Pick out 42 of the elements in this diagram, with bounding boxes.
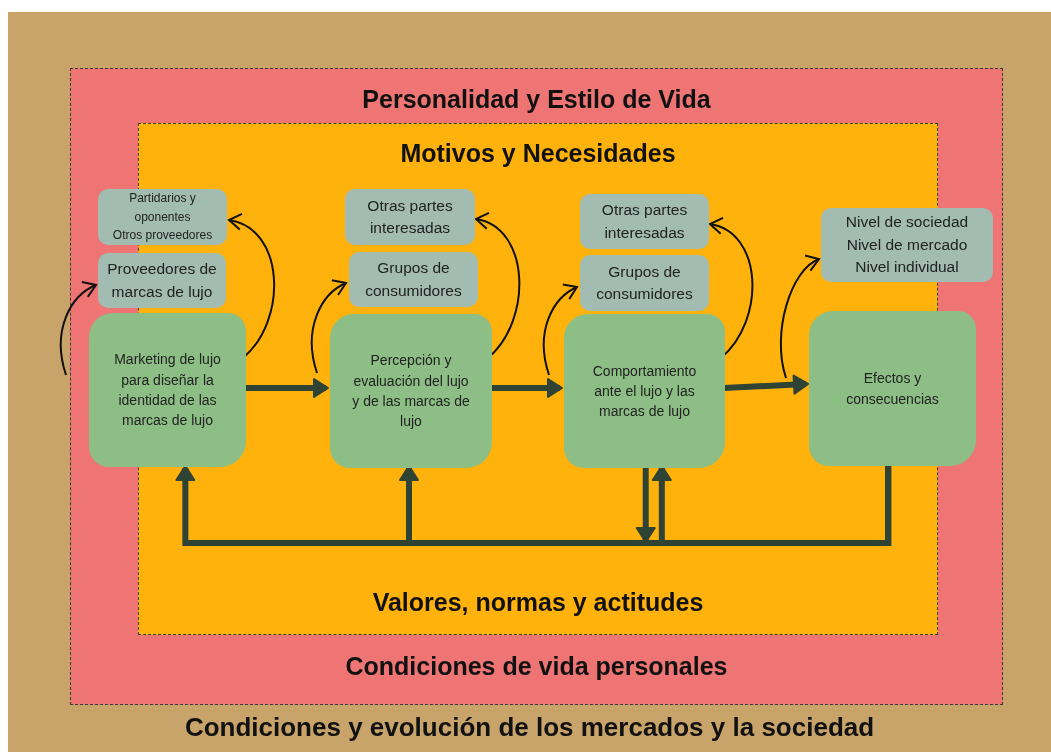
- process-box: [809, 311, 976, 466]
- curved-arrow: [228, 214, 275, 359]
- lifestyle-band: [70, 68, 1003, 705]
- box-text: Comportamiento ante el lujo y las marcas de lujo: [591, 361, 698, 422]
- band-heading: Condiciones de vida personales: [345, 652, 728, 681]
- band-heading: Personalidad y Estilo de Vida: [362, 85, 711, 114]
- box-text: Marketing de lujo para diseñar la identidad de las marcas de lujo: [113, 350, 222, 431]
- curved-arrow: [779, 256, 820, 379]
- box-text: Nivel de mercado: [846, 234, 968, 255]
- curved-arrow: [310, 280, 347, 374]
- box-text: Nivel individual: [855, 257, 959, 278]
- thick-arrow: [651, 465, 892, 546]
- stakeholder-box: [98, 189, 227, 245]
- market-background: [8, 12, 1051, 752]
- band-heading: Motivos y Necesidades: [400, 139, 676, 168]
- box-text: Proveedores de marcas de lujo: [106, 259, 218, 302]
- curved-arrow: [59, 282, 97, 376]
- process-box: [564, 314, 725, 468]
- box-text: Partidarios y oponentes: [128, 190, 197, 226]
- box-text: Otras partes interesadas: [600, 200, 689, 243]
- thick-arrow: [491, 378, 563, 398]
- box-text: Nivel de sociedad: [845, 212, 969, 233]
- thick-arrow: [246, 378, 329, 398]
- thick-arrow: [635, 467, 656, 543]
- box-text: Grupos de consumidores: [595, 261, 694, 304]
- band-heading: Valores, normas y actitudes: [372, 588, 704, 617]
- stakeholder-box: [345, 189, 475, 245]
- thick-arrow: [723, 374, 809, 395]
- box-text: Otras partes interesadas: [366, 195, 454, 238]
- stakeholder-box: [821, 208, 993, 282]
- process-box: [89, 313, 246, 467]
- band-heading: Condiciones y evolución de los mercados y la sociedad: [184, 712, 875, 743]
- curved-arrow: [542, 284, 578, 376]
- process-box: [330, 314, 492, 468]
- stakeholder-box: [349, 252, 478, 307]
- stakeholder-box: [580, 255, 709, 311]
- stakeholder-box: [580, 194, 709, 249]
- box-text: Grupos de consumidores: [364, 258, 463, 301]
- box-text: Percepción y evaluación del lujo y de las marcas de lujo: [351, 351, 471, 432]
- box-text: Efectos y consecuencias: [845, 369, 940, 409]
- box-text: Otros proveedores: [112, 227, 213, 245]
- stakeholder-box: [98, 253, 226, 308]
